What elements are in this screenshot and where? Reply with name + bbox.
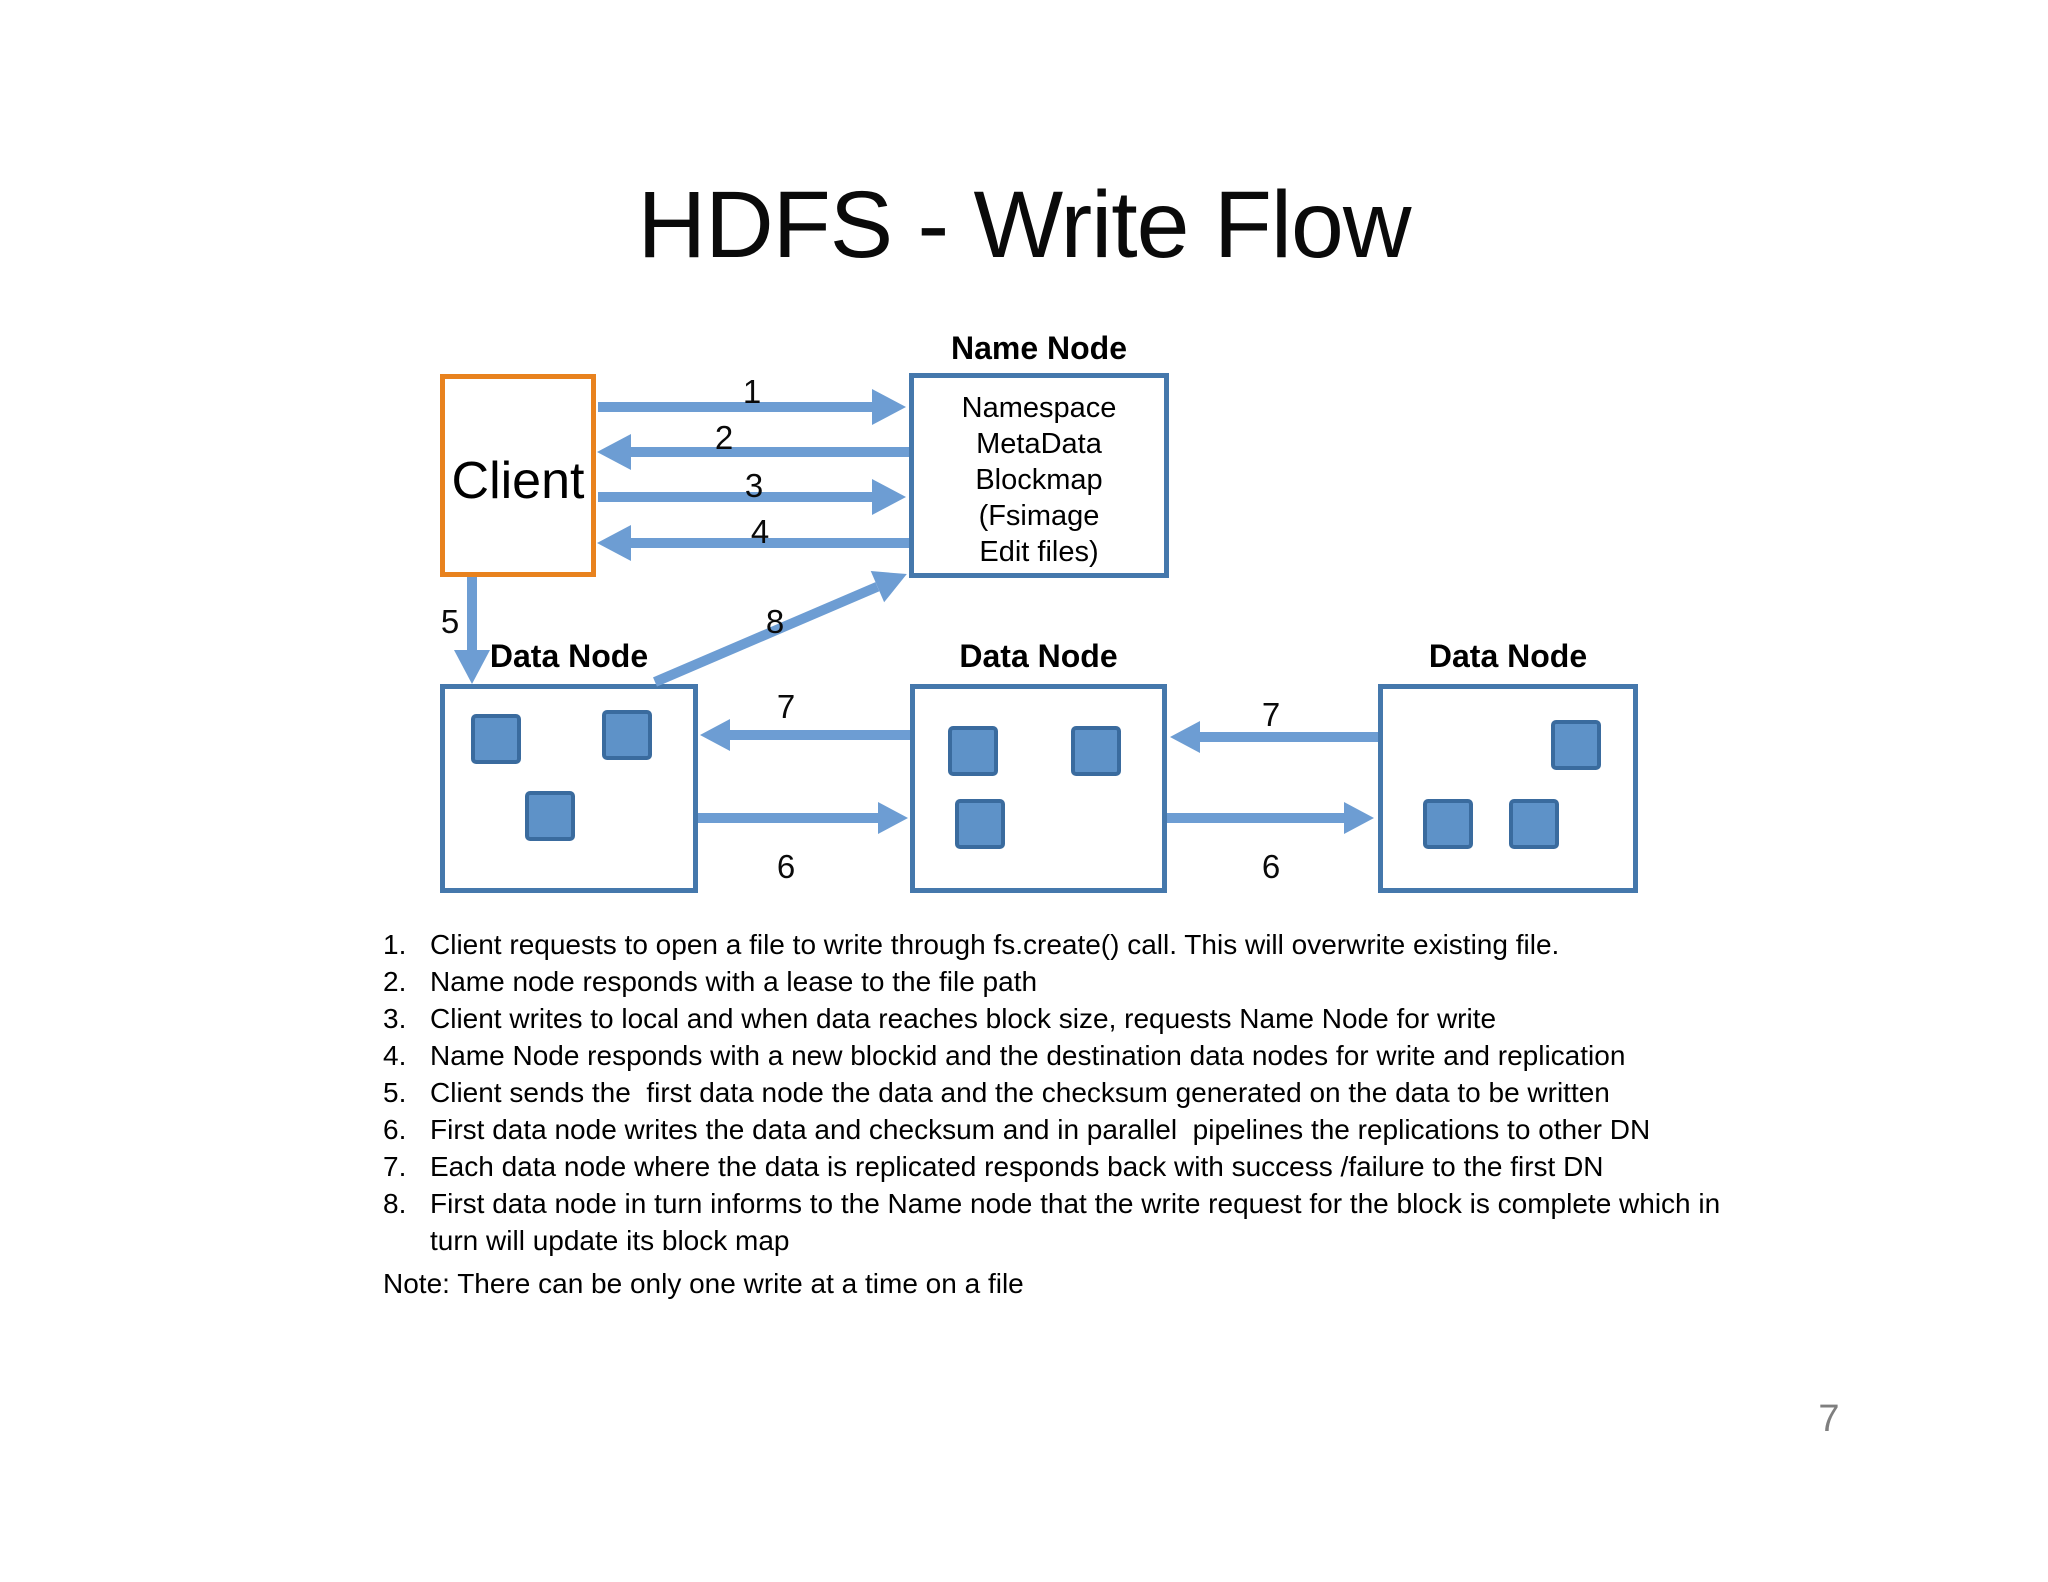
name-node-line: Blockmap	[975, 464, 1103, 496]
step-item-2: 2. Name node responds with a lease to th…	[383, 963, 1743, 1000]
name-node-line: Namespace	[961, 392, 1117, 424]
step-text: Name Node responds with a new blockid an…	[430, 1040, 1626, 1071]
step-text: Client sends the first data node the dat…	[430, 1077, 1610, 1108]
step-item-3: 3. Client writes to local and when data …	[383, 1000, 1743, 1037]
step-number: 3.	[383, 1003, 407, 1034]
arrow-label-6a: 6	[776, 848, 796, 885]
data-block	[471, 714, 521, 764]
page-number: 7	[1818, 1398, 1840, 1440]
data-block	[1423, 799, 1473, 849]
data-block	[948, 726, 998, 776]
data-block	[1551, 720, 1601, 770]
name-node-line: Edit files)	[979, 536, 1099, 568]
data-block	[955, 799, 1005, 849]
name-node-title: Name Node	[950, 330, 1128, 366]
step-text: Client requests to open a file to write …	[430, 929, 1560, 960]
step-number: 2.	[383, 966, 407, 997]
arrow-label-6b: 6	[1261, 848, 1281, 885]
step-text: First data node writes the data and chec…	[430, 1114, 1651, 1145]
data-node-3-title: Data Node	[1428, 638, 1588, 674]
data-block	[1509, 799, 1559, 849]
step-text: First data node in turn informs to the N…	[430, 1188, 1728, 1256]
step-item-1: 1. Client requests to open a file to wri…	[383, 926, 1743, 963]
arrow-label-3: 3	[744, 467, 764, 504]
step-item-4: 4. Name Node responds with a new blockid…	[383, 1037, 1743, 1074]
step-item-5: 5. Client sends the first data node the …	[383, 1074, 1743, 1111]
slide-title: HDFS - Write Flow	[637, 172, 1412, 278]
note-text: Note: There can be only one write at a t…	[383, 1268, 1024, 1299]
step-number: 7.	[383, 1151, 407, 1182]
data-block	[1071, 726, 1121, 776]
step-number: 8.	[383, 1188, 407, 1219]
data-node-2-title: Data Node	[959, 638, 1118, 674]
data-node-1-box	[440, 684, 698, 893]
step-number: 6.	[383, 1114, 407, 1145]
arrow-label-2: 2	[714, 419, 734, 456]
steps-list: 1. Client requests to open a file to wri…	[383, 926, 1743, 1302]
step-number: 4.	[383, 1040, 407, 1071]
data-block	[602, 710, 652, 760]
name-node-line: MetaData	[976, 428, 1102, 460]
name-node-line: (Fsimage	[978, 500, 1100, 532]
name-node-box: Namespace MetaData Blockmap (Fsimage Edi…	[909, 373, 1169, 578]
step-number: 5.	[383, 1077, 407, 1108]
step-text: Client writes to local and when data rea…	[430, 1003, 1497, 1034]
client-node-box: Client	[440, 374, 596, 577]
step-text: Each data node where the data is replica…	[430, 1151, 1604, 1182]
arrow-label-7b: 7	[1261, 696, 1281, 733]
name-node-contents: Namespace MetaData Blockmap (Fsimage Edi…	[914, 378, 1164, 570]
client-label: Client	[451, 451, 585, 510]
step-item-8: 8. First data node in turn informs to th…	[383, 1185, 1743, 1259]
data-node-3-box	[1378, 684, 1638, 893]
arrow-label-4: 4	[750, 513, 770, 550]
step-item-6: 6. First data node writes the data and c…	[383, 1111, 1743, 1148]
data-node-1-title: Data Node	[489, 638, 649, 674]
arrow-label-1: 1	[742, 373, 762, 410]
arrow-label-5: 5	[440, 603, 460, 640]
data-block	[525, 791, 575, 841]
step-number: 1.	[383, 929, 407, 960]
arrow-label-8: 8	[765, 603, 785, 640]
data-node-2-box	[910, 684, 1167, 893]
step-text: Name node responds with a lease to the f…	[430, 966, 1038, 997]
step-item-7: 7. Each data node where the data is repl…	[383, 1148, 1743, 1185]
arrow-label-7a: 7	[776, 688, 796, 725]
